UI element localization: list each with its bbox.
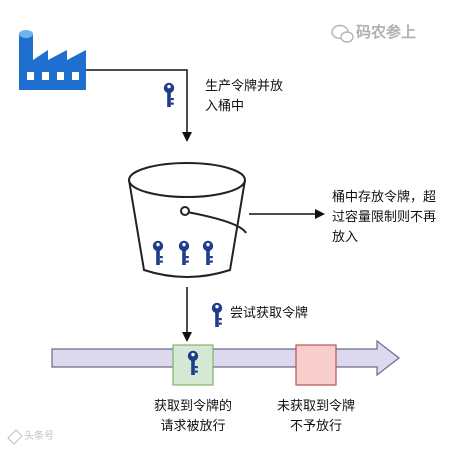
watermark-logo — [7, 429, 23, 445]
factory-icon — [19, 30, 86, 90]
bottom-watermark: 头条号 — [24, 431, 54, 442]
wechat-icon — [331, 24, 354, 43]
denied-label: 未获取到令牌 不予放行 — [276, 399, 355, 434]
key-icon — [163, 82, 175, 107]
watermark-brand: 码农参上 — [356, 23, 417, 41]
overflow-label: 桶中存放令牌，超 过容量限制则不再 放入 — [332, 190, 437, 245]
try-acquire-label: 尝试获取令牌 — [230, 306, 309, 321]
denied-box — [295, 344, 337, 386]
key-icon — [178, 240, 190, 265]
granted-label: 获取到令牌的 请求被放行 — [153, 399, 232, 434]
request-track — [51, 339, 400, 377]
key-icon — [202, 240, 214, 265]
bucket-icon — [128, 162, 247, 278]
key-icon — [152, 240, 164, 265]
produce-arrow — [86, 69, 192, 142]
produce-label: 生产令牌并放 入桶中 — [205, 79, 284, 114]
key-icon — [211, 302, 223, 327]
